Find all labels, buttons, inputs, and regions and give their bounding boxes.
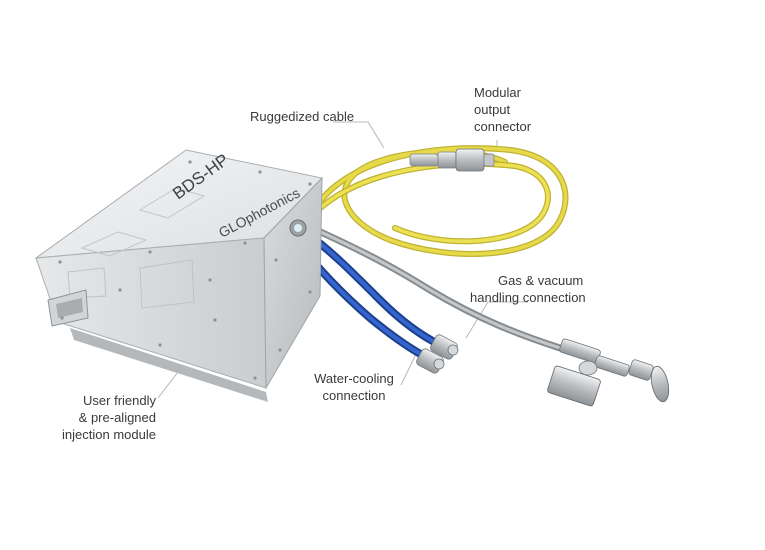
callout-injection-module: User friendly & pre-aligned injection mo…	[40, 392, 156, 443]
callout-text: Gas & vacuum	[498, 273, 584, 288]
callout-text: injection module	[62, 427, 156, 442]
callout-water-cooling: Water-cooling connection	[306, 370, 402, 404]
leader-gas-vacuum	[465, 301, 528, 339]
callout-text: connection	[322, 388, 386, 403]
callout-text: connector	[474, 119, 532, 134]
callout-text: handling connection	[470, 290, 586, 305]
callout-text: output	[474, 102, 511, 117]
gas-vacuum-valve	[547, 338, 670, 407]
leader-injection-module	[157, 371, 179, 399]
callout-text: User friendly	[83, 393, 156, 408]
ruggedized-cable	[315, 145, 569, 257]
box-side-face	[263, 176, 323, 390]
callout-output-connector: Modular output connector	[474, 84, 531, 135]
leader-lines	[157, 121, 528, 399]
callout-text: Modular	[474, 85, 521, 100]
callout-text: & pre-aligned	[78, 410, 156, 425]
leader-water-cooling	[400, 349, 419, 386]
output-connector	[409, 148, 495, 172]
leader-ruggedized-cable	[333, 121, 385, 149]
callout-gas-vacuum: Gas & vacuum handling connection	[470, 272, 586, 306]
injection-module-box: BDS-HP GLOphotonics	[34, 149, 323, 402]
water-cooling-fittings	[416, 334, 459, 374]
callout-text: Ruggedized cable	[250, 109, 355, 124]
callout-ruggedized-cable: Ruggedized cable	[250, 108, 354, 125]
callout-text: Water-cooling	[314, 371, 394, 386]
